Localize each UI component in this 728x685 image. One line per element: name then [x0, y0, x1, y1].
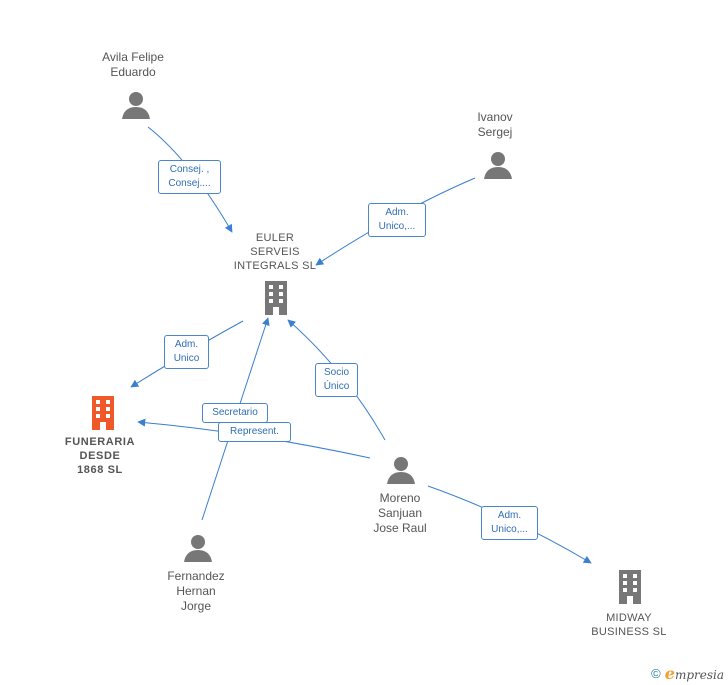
building-icon[interactable] — [615, 570, 645, 604]
node-label-moreno[interactable]: Moreno Sanjuan Jose Raul — [373, 491, 427, 535]
person-icon[interactable] — [483, 150, 513, 180]
building-icon[interactable] — [261, 281, 291, 315]
building-icon-highlight[interactable] — [88, 396, 118, 430]
node-label-funeraria[interactable]: FUNERARIA DESDE 1868 SL — [64, 436, 136, 476]
edge-label-ivanov-euler[interactable]: Adm. Unico,... — [368, 203, 426, 237]
brand-logo: empresia — [664, 664, 724, 683]
node-label-ivanov[interactable]: Ivanov Sergej — [477, 110, 513, 139]
edge-label-moreno-euler[interactable]: Socio Único — [315, 363, 358, 397]
node-label-fernandez[interactable]: Fernandez Hernan Jorge — [167, 569, 225, 613]
edge-label-moreno-midway[interactable]: Adm. Unico,... — [481, 506, 538, 540]
person-icon[interactable] — [386, 455, 416, 485]
edge-label-represent[interactable]: Represent. — [218, 422, 291, 442]
node-label-avila[interactable]: Avila Felipe Eduardo — [102, 50, 164, 79]
edge-label-avila-euler[interactable]: Consej. , Consej.... — [158, 160, 221, 194]
person-icon[interactable] — [121, 90, 151, 120]
edge-label-euler-funeraria[interactable]: Adm. Unico — [164, 335, 209, 369]
node-label-euler[interactable]: EULER SERVEIS INTEGRALS SL — [233, 232, 317, 272]
copyright-icon: © — [651, 666, 661, 681]
footer-brand: © empresia — [651, 664, 724, 683]
node-label-midway[interactable]: MIDWAY BUSINESS SL — [591, 612, 667, 638]
edge-label-secretario[interactable]: Secretario — [202, 403, 268, 423]
person-icon[interactable] — [183, 533, 213, 563]
